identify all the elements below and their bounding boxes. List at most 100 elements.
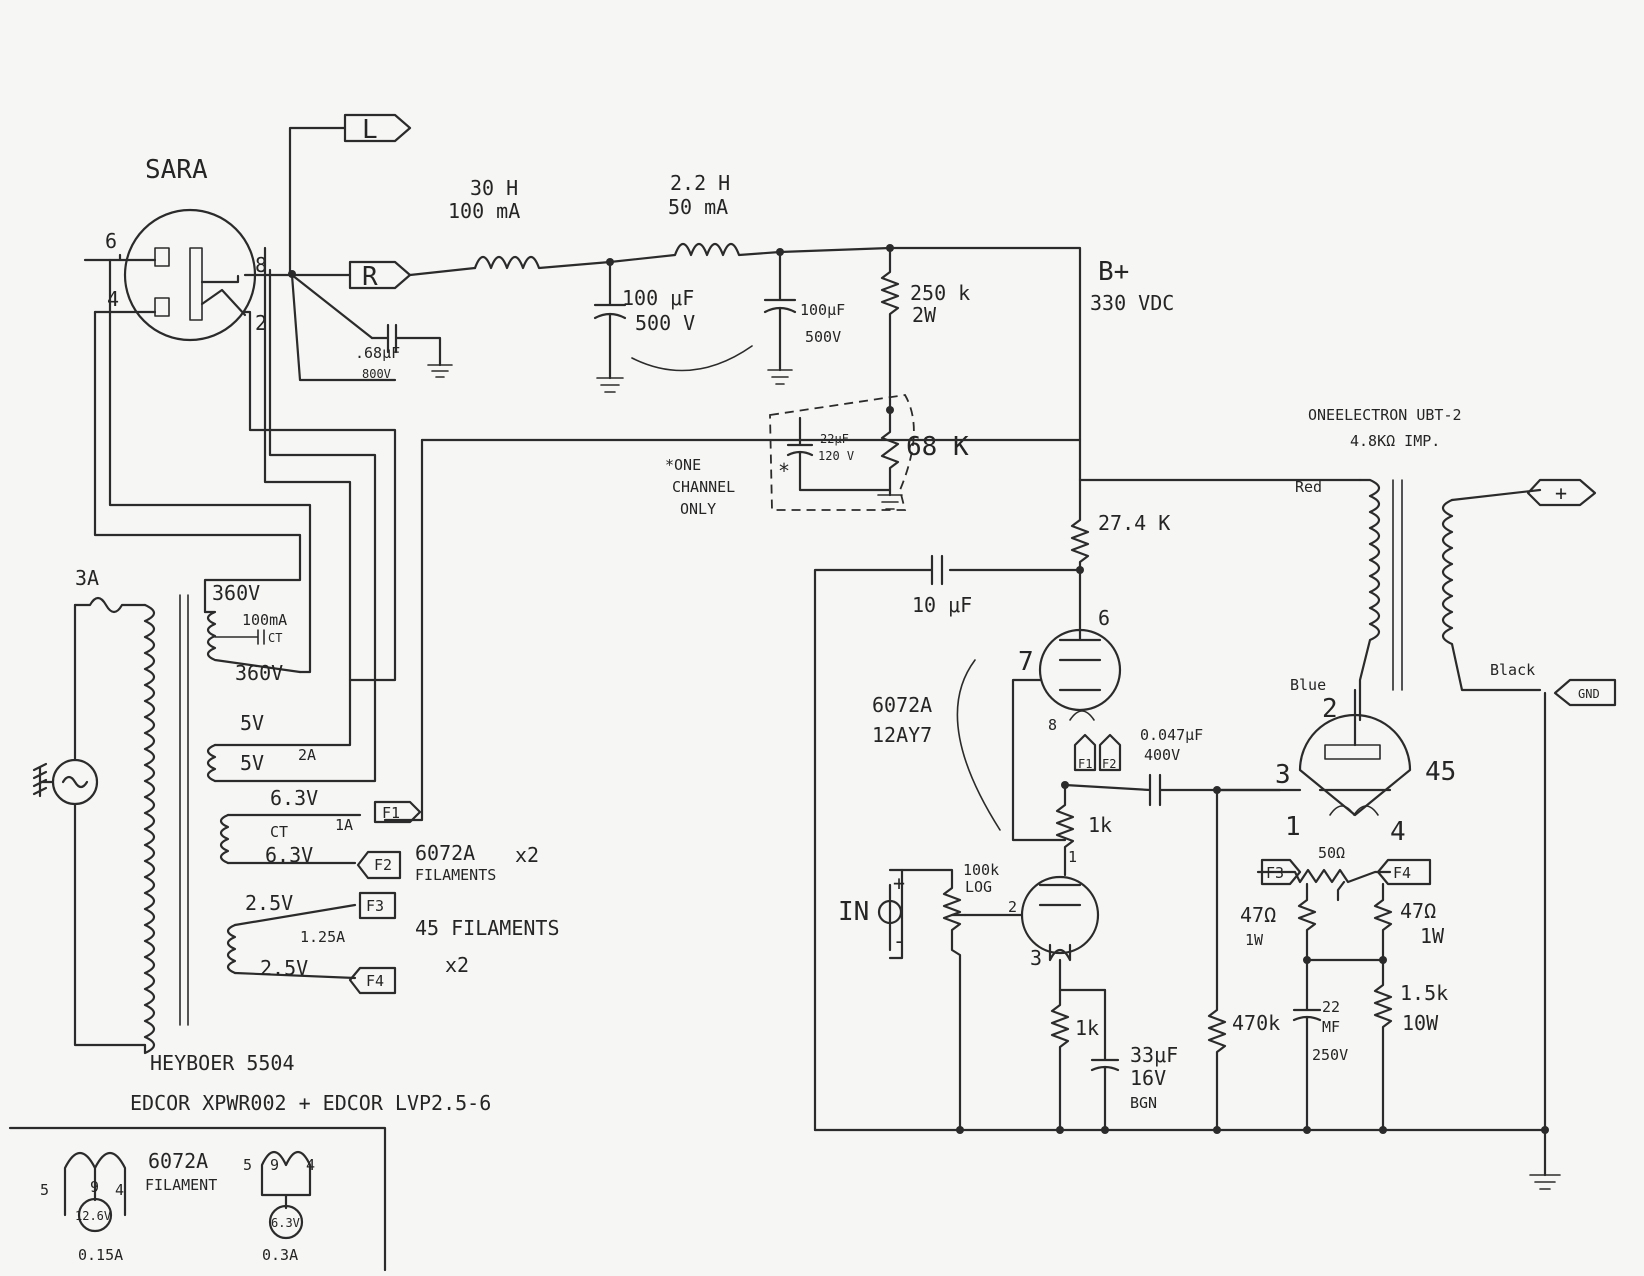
res-470k-label: 470k bbox=[1232, 1011, 1280, 1035]
power-transformer-label: HEYBOER 5504 bbox=[150, 1051, 295, 1075]
sec-5v-b: 5V bbox=[240, 751, 264, 775]
sec-360v-a: 360V bbox=[212, 581, 260, 605]
rectifier-pin-4: 4 bbox=[107, 287, 119, 311]
t45-pin-4: 4 bbox=[1390, 817, 1406, 847]
inset-current-a: 0.15A bbox=[78, 1246, 123, 1264]
ot-blue-wire-label: Blue bbox=[1290, 676, 1326, 694]
f4-tag bbox=[1376, 858, 1432, 886]
t45-label: 45 bbox=[1425, 757, 1456, 787]
choke-30h-current: 100 mA bbox=[448, 199, 520, 223]
inset-title-b: FILAMENT bbox=[145, 1176, 217, 1194]
t45-pin-1: 1 bbox=[1285, 812, 1301, 842]
res-250k-label: 250 k bbox=[910, 281, 970, 305]
filament-lamp-icon-2 bbox=[268, 1204, 304, 1240]
fil-45-label: 45 FILAMENTS bbox=[415, 916, 560, 940]
sec-100ma: 100mA bbox=[242, 611, 287, 629]
res-274k-label: 27.4 K bbox=[1098, 511, 1170, 535]
cap-22-label: 22 bbox=[1322, 998, 1340, 1016]
fil-6072-label-b: FILAMENTS bbox=[415, 866, 496, 884]
fil-6072-label: 6072A bbox=[415, 841, 475, 865]
sec-360v-b: 360V bbox=[235, 661, 283, 685]
f4-flag-label: F4 bbox=[366, 972, 384, 990]
output-l-label: L bbox=[362, 115, 378, 145]
res-47b-watt: 1W bbox=[1420, 924, 1445, 948]
rectifier-tube-label: SARA bbox=[145, 155, 208, 185]
inset-pin-4b: 4 bbox=[306, 1156, 315, 1174]
t45-pin-3: 3 bbox=[1275, 760, 1291, 790]
driver-tube-upper bbox=[1038, 568, 1122, 721]
cap-100uf-a-label: 100 μF bbox=[622, 286, 694, 310]
f3-tag-label: F3 bbox=[1266, 864, 1284, 882]
gnd-flag bbox=[1553, 678, 1617, 707]
cap-22-unit: MF bbox=[1322, 1018, 1340, 1036]
inset-pin-4a: 4 bbox=[115, 1181, 124, 1199]
sec-63v-b: 6.3V bbox=[265, 843, 313, 867]
inset-voltage-b: 6.3V bbox=[271, 1216, 300, 1230]
filament-inset-6072a bbox=[63, 1151, 127, 1233]
one-channel-note-1: *ONE bbox=[665, 456, 701, 474]
filament-lamp-icon bbox=[77, 1197, 113, 1233]
f3-tag bbox=[1260, 858, 1302, 886]
f4-flag bbox=[348, 966, 397, 995]
res-250k-watt: 2W bbox=[912, 303, 937, 327]
inset-pin-5b: 5 bbox=[243, 1156, 252, 1174]
rectifier-pin-6: 6 bbox=[105, 229, 117, 253]
fuse-icon bbox=[73, 596, 147, 614]
cap-068-voltage: 800V bbox=[362, 367, 391, 381]
output-plus-flag bbox=[1526, 478, 1597, 507]
cap-068-label: .68μF bbox=[355, 344, 400, 362]
sec-1a: 1A bbox=[335, 816, 353, 834]
inset-voltage-a: 12.6V bbox=[75, 1209, 111, 1223]
output-r-flag bbox=[348, 260, 412, 290]
fuse-label: 3A bbox=[75, 566, 99, 590]
f1-flag-label: F1 bbox=[382, 804, 400, 822]
output-plus-label: + bbox=[1555, 481, 1567, 505]
f2-flag bbox=[356, 850, 402, 880]
res-47b-label: 47Ω bbox=[1400, 899, 1436, 923]
cap-33uf-label: 33μF bbox=[1130, 1043, 1178, 1067]
cap-10uf-label: 10 μF bbox=[912, 593, 972, 617]
ot-impedance-label: 4.8KΩ IMP. bbox=[1350, 432, 1440, 450]
res-15k-watt: 10W bbox=[1402, 1011, 1439, 1035]
t45-pin-2: 2 bbox=[1322, 694, 1338, 724]
cap-047uf-voltage: 400V bbox=[1144, 746, 1180, 764]
inset-title-a: 6072A bbox=[148, 1149, 208, 1173]
sec-ct-b: CT bbox=[270, 823, 288, 841]
tube-pin-8: 8 bbox=[1048, 716, 1057, 734]
edcor-label: EDCOR XPWR002 + EDCOR LVP2.5-6 bbox=[130, 1091, 491, 1115]
f1-tag-tube: F1 bbox=[1078, 757, 1092, 771]
res-1k-cathode-label: 1k bbox=[1075, 1016, 1099, 1040]
ot-model-label: ONEELECTRON UBT-2 bbox=[1308, 406, 1462, 424]
cap-100uf-a-voltage: 500 V bbox=[635, 311, 695, 335]
driver-tube-type-alt: 12AY7 bbox=[872, 723, 932, 747]
one-channel-note-2: CHANNEL bbox=[672, 478, 735, 496]
choke-22h-label: 2.2 H bbox=[670, 171, 730, 195]
inset-pin-9b: 9 bbox=[270, 1156, 279, 1174]
bplus-label: B+ bbox=[1098, 257, 1129, 287]
inset-pin-9a: 9 bbox=[90, 1178, 99, 1196]
choke-30h-label: 30 H bbox=[470, 176, 518, 200]
cap-22uf-voltage: 120 V bbox=[818, 449, 854, 463]
res-1k-plate-label: 1k bbox=[1088, 813, 1112, 837]
tube-pin-7: 7 bbox=[1018, 647, 1034, 677]
res-68k-label: 68 K bbox=[906, 432, 969, 462]
pot-value: 100k bbox=[963, 861, 999, 879]
cap-22-voltage: 250V bbox=[1312, 1046, 1348, 1064]
cap-047uf-label: 0.047μF bbox=[1140, 726, 1203, 744]
sec-5v-a: 5V bbox=[240, 711, 264, 735]
lower-tube-pin-2: 2 bbox=[1008, 898, 1017, 916]
choke-22h-current: 50 mA bbox=[668, 195, 728, 219]
cap-100uf-b-voltage: 500V bbox=[805, 328, 841, 346]
tube-pin-6: 6 bbox=[1098, 606, 1110, 630]
cap-33uf-voltage: 16V bbox=[1130, 1066, 1166, 1090]
pot-taper: LOG bbox=[965, 878, 992, 896]
sec-2a: 2A bbox=[298, 746, 316, 764]
sec-25v-a: 2.5V bbox=[245, 891, 293, 915]
sec-ct-a: CT bbox=[268, 631, 282, 645]
output-l-flag bbox=[343, 113, 412, 143]
f2-tag-tube: F2 bbox=[1102, 757, 1116, 771]
res-47a-watt: 1W bbox=[1245, 931, 1264, 949]
input-minus: - bbox=[893, 929, 905, 953]
